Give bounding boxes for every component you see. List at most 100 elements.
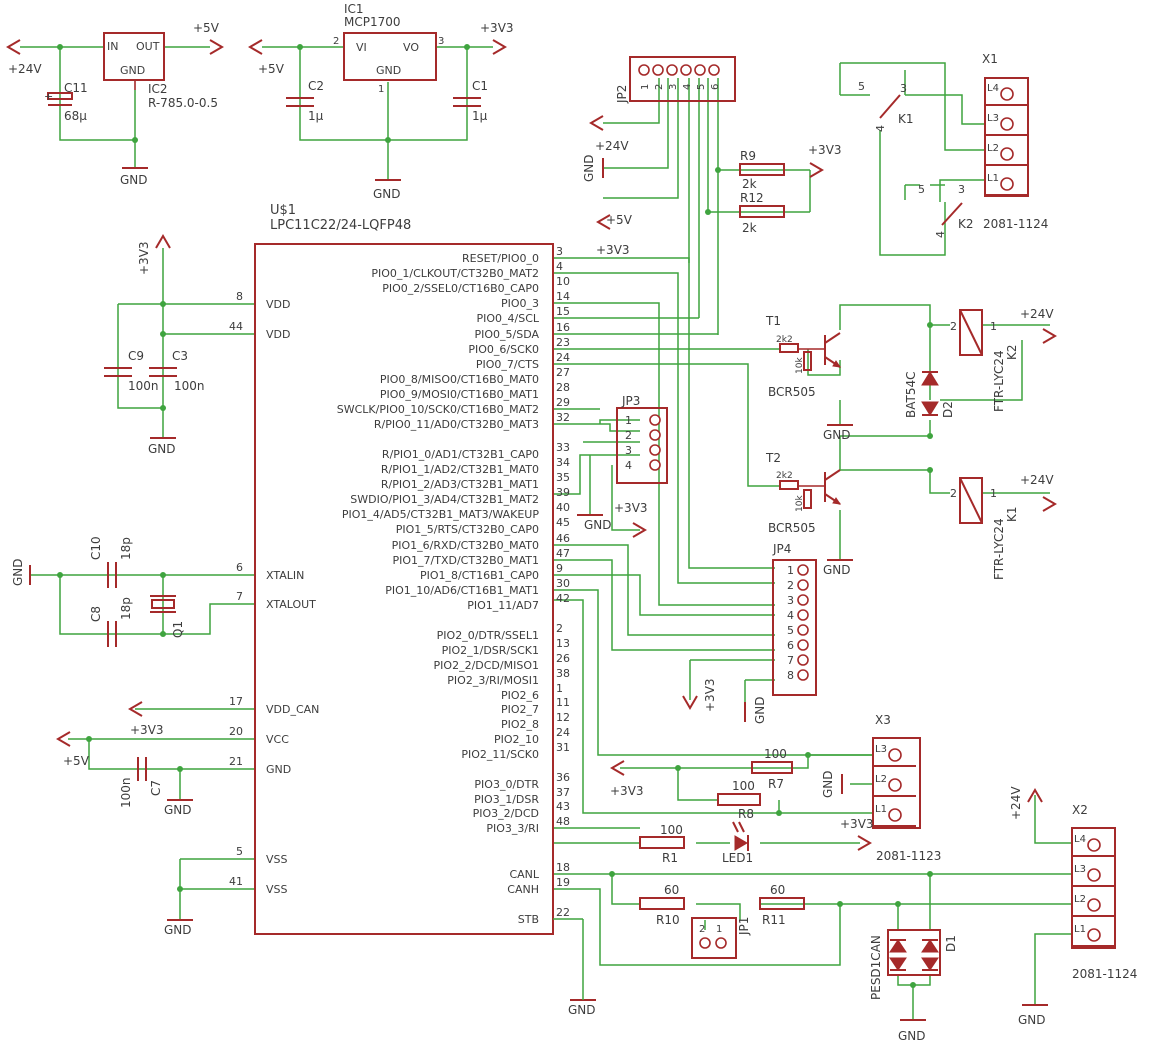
mcu-pin-number: 14 xyxy=(556,290,570,303)
svg-text:FTR-LYC24: FTR-LYC24 xyxy=(992,518,1006,580)
svg-text:FTR-LYC24: FTR-LYC24 xyxy=(992,350,1006,412)
svg-text:VO: VO xyxy=(403,41,419,54)
mcu-pin-label: R/PIO0_11/AD0/CT32B0_MAT3 xyxy=(374,418,539,431)
svg-text:100n: 100n xyxy=(174,379,205,393)
x1-pad xyxy=(1000,117,1014,131)
transistor-t1: T1 2k2 10k BCR505 xyxy=(765,314,842,399)
mcu-pin-label: SWDIO/PIO1_3/AD4/CT32B1_MAT2 xyxy=(350,493,539,506)
power-arrow-icon xyxy=(857,835,872,851)
svg-text:2: 2 xyxy=(950,320,957,333)
mcu-pin-number: 36 xyxy=(556,771,570,784)
mcu-pin-number: 16 xyxy=(556,321,570,334)
x1-pad xyxy=(1000,87,1014,101)
svg-text:4: 4 xyxy=(874,125,887,132)
jp2-pin-number: 5 xyxy=(696,84,707,90)
svg-text:VI: VI xyxy=(356,41,367,54)
jp3-pad xyxy=(649,444,661,456)
svg-text:2k: 2k xyxy=(742,221,757,235)
mcu-pin-number: 9 xyxy=(556,562,563,575)
svg-text:1µ: 1µ xyxy=(308,109,324,123)
mcu-pin-label: VSS xyxy=(266,883,288,896)
svg-text:18p: 18p xyxy=(119,597,133,620)
power-arrow-icon xyxy=(596,214,611,230)
svg-text:2: 2 xyxy=(699,924,705,935)
mcu-pin-label: PIO2_10 xyxy=(494,733,539,746)
svg-text:JP1: JP1 xyxy=(737,917,751,936)
jp4-pad xyxy=(797,669,809,681)
svg-text:BAT54C: BAT54C xyxy=(904,372,918,419)
x3-pad xyxy=(888,748,902,762)
mcu-pin-number: 20 xyxy=(229,725,243,738)
svg-text:C9: C9 xyxy=(128,349,144,363)
mcu-pin-label: PIO2_11/SCK0 xyxy=(461,748,539,761)
x1-pad xyxy=(1000,177,1014,191)
svg-text:100n: 100n xyxy=(128,379,159,393)
mcu-pin-label: SWCLK/PIO0_10/SCK0/CT16B0_MAT2 xyxy=(337,403,539,416)
svg-text:5: 5 xyxy=(858,80,865,93)
diode-d1: PESD1CAN D1 xyxy=(869,929,958,1000)
power-label: +24V xyxy=(1020,473,1054,487)
svg-text:1: 1 xyxy=(990,320,997,333)
svg-text:JP3: JP3 xyxy=(621,394,640,408)
x2-pad xyxy=(1087,898,1101,912)
power-arrow-icon xyxy=(632,522,647,538)
mcu-pin-label: PIO3_2/DCD xyxy=(473,807,539,820)
x2-pad xyxy=(1087,928,1101,942)
mcu-pin-number: 17 xyxy=(229,695,243,708)
mcu-pin-number: 32 xyxy=(556,411,570,424)
svg-text:2k: 2k xyxy=(742,177,757,191)
svg-text:OUT: OUT xyxy=(136,40,160,53)
jp2-pin-number: 2 xyxy=(654,84,665,90)
mcu-pin-label: VDD xyxy=(266,298,290,311)
mcu-pin-label: VCC xyxy=(266,733,289,746)
power-arrow-icon xyxy=(209,39,224,55)
mcu-pin-label: PIO2_1/DSR/SCK1 xyxy=(442,644,539,657)
mcu-pin-number: 33 xyxy=(556,441,570,454)
mcu-name: U$1 xyxy=(270,203,296,218)
mcu-pin-number: 27 xyxy=(556,366,570,379)
mcu-pin-number: 34 xyxy=(556,456,570,469)
jp4-pin-number: 8 xyxy=(787,669,794,682)
svg-text:2081-1124: 2081-1124 xyxy=(983,217,1048,231)
x1-pin-label: L3 xyxy=(987,113,999,124)
jp3-pin-number: 3 xyxy=(625,444,632,457)
power-label: +3V3 xyxy=(610,784,644,798)
svg-text:2: 2 xyxy=(333,36,339,47)
svg-text:1: 1 xyxy=(716,924,722,935)
x2-pin-label: L3 xyxy=(1074,864,1086,875)
power-label: +24V xyxy=(1009,786,1023,820)
mcu-pin-label: PIO1_7/TXD/CT32B0_MAT1 xyxy=(393,554,540,567)
resistors: R9 2k R12 2k 100 R7 100 R8 100 R1 60 R10… xyxy=(639,149,805,927)
x3-pin-label: L1 xyxy=(875,804,887,815)
mcu-pin-label: PIO3_3/RI xyxy=(486,822,539,835)
mcu-pin-label: STB xyxy=(518,913,539,926)
mcu-pin-number: 1 xyxy=(556,682,563,695)
svg-text:R1: R1 xyxy=(662,851,678,865)
power-label: +3V3 xyxy=(480,21,514,35)
x2-pad xyxy=(1087,868,1101,882)
svg-text:5: 5 xyxy=(918,183,925,196)
x3-pin-label: L2 xyxy=(875,774,887,785)
ground-label: GND xyxy=(584,518,612,532)
ground-label: GND xyxy=(11,558,25,586)
svg-text:D2: D2 xyxy=(941,401,955,418)
power-arrow-icon xyxy=(1042,496,1057,512)
svg-text:R8: R8 xyxy=(738,807,754,821)
mcu-pin-number: 6 xyxy=(236,561,243,574)
jp4-pad xyxy=(797,594,809,606)
ground-label: GND xyxy=(898,1029,926,1043)
mcu-pin-label: R/PIO1_2/AD3/CT32B1_MAT1 xyxy=(381,478,539,491)
crystal-q1: Q1 xyxy=(150,595,185,638)
svg-text:R-785.0-0.5: R-785.0-0.5 xyxy=(148,96,218,110)
power-label: +3V3 xyxy=(840,817,874,831)
svg-text:GND: GND xyxy=(376,64,401,77)
x2-pad xyxy=(1087,838,1101,852)
svg-text:100: 100 xyxy=(660,823,683,837)
mcu-pin-label: PIO0_4/SCL xyxy=(476,312,539,325)
jp3-pad xyxy=(649,414,661,426)
power-label: +3V3 xyxy=(614,501,648,515)
mcu-pin-label: PIO0_7/CTS xyxy=(476,358,539,371)
power-arrow-icon xyxy=(56,731,71,747)
mcu-pin-number: 24 xyxy=(556,351,570,364)
